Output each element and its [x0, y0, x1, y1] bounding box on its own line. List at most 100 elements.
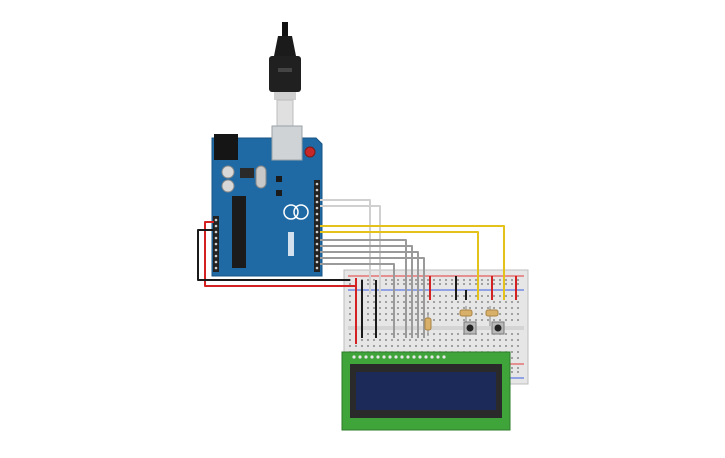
breadboard-hole — [457, 313, 459, 315]
breadboard-hole — [427, 301, 429, 303]
wire-gray-2[interactable] — [320, 245, 413, 338]
breadboard-hole — [439, 313, 441, 315]
breadboard-hole — [409, 307, 411, 309]
breadboard-hole — [487, 307, 489, 309]
breadboard-hole — [403, 301, 405, 303]
resistor-3[interactable] — [485, 306, 499, 326]
breadboard-hole — [451, 283, 453, 285]
breadboard-hole — [463, 301, 465, 303]
header-pin — [315, 218, 319, 222]
breadboard-hole — [379, 333, 381, 335]
wire-yellow-1[interactable] — [320, 225, 505, 300]
breadboard-hole — [463, 295, 465, 297]
lcd-pin — [352, 355, 356, 359]
breadboard-hole — [385, 295, 387, 297]
breadboard-hole — [379, 319, 381, 321]
breadboard-hole — [451, 339, 453, 341]
breadboard-hole — [379, 307, 381, 309]
breadboard-hole — [505, 283, 507, 285]
breadboard-hole — [397, 301, 399, 303]
breadboard-hole — [517, 319, 519, 321]
arduino-uno[interactable] — [211, 125, 323, 277]
breadboard-hole — [415, 295, 417, 297]
usb-cable[interactable] — [269, 22, 301, 127]
breadboard-hole — [505, 313, 507, 315]
breadboard-hole — [397, 345, 399, 347]
breadboard-hole — [397, 295, 399, 297]
breadboard-hole — [463, 307, 465, 309]
breadboard-hole — [457, 279, 459, 281]
breadboard-hole — [439, 339, 441, 341]
pushbutton-2[interactable] — [491, 321, 505, 335]
wires — [197, 199, 517, 344]
breadboard-hole — [379, 313, 381, 315]
breadboard-hole — [367, 283, 369, 285]
header-pin — [315, 206, 319, 210]
breadboard-hole — [403, 319, 405, 321]
breadboard-hole — [457, 307, 459, 309]
pushbutton-1[interactable] — [463, 321, 477, 335]
resistor-1[interactable] — [424, 312, 432, 336]
breadboard-hole — [463, 279, 465, 281]
wire-yellow-2[interactable] — [320, 231, 479, 300]
power-jack — [214, 134, 238, 160]
breadboard-hole — [475, 339, 477, 341]
resistor-icon — [424, 317, 432, 331]
breadboard-hole — [421, 313, 423, 315]
header-pin — [214, 254, 218, 258]
reset-button[interactable] — [304, 146, 316, 158]
breadboard-hole — [439, 279, 441, 281]
breadboard-hole — [433, 279, 435, 281]
header-pin — [315, 248, 319, 252]
breadboard-hole — [517, 301, 519, 303]
breadboard-hole — [445, 307, 447, 309]
breadboard-hole — [409, 333, 411, 335]
wire-black-gnd[interactable] — [197, 229, 350, 281]
breadboard-hole — [409, 279, 411, 281]
breadboard-hole — [409, 301, 411, 303]
breadboard-hole — [481, 345, 483, 347]
breadboard-hole — [463, 283, 465, 285]
wire-gray-4[interactable] — [320, 257, 425, 338]
breadboard-hole — [469, 345, 471, 347]
breadboard-hole — [445, 339, 447, 341]
breadboard-hole — [445, 295, 447, 297]
breadboard-hole — [511, 301, 513, 303]
wire-red-5v[interactable] — [204, 221, 356, 287]
breadboard-hole — [403, 345, 405, 347]
breadboard-hole — [349, 301, 351, 303]
breadboard-hole — [439, 319, 441, 321]
wire-gray-1[interactable] — [320, 239, 407, 338]
breadboard-hole — [499, 307, 501, 309]
breadboard-hole — [499, 283, 501, 285]
breadboard-hole — [367, 301, 369, 303]
small-ic-1 — [276, 176, 282, 182]
breadboard-hole — [481, 307, 483, 309]
breadboard-hole — [517, 307, 519, 309]
wire-white-1[interactable] — [320, 199, 371, 294]
lcd-16x2[interactable] — [341, 351, 511, 431]
breadboard-hole — [391, 313, 393, 315]
breadboard-hole — [427, 283, 429, 285]
breadboard-hole — [421, 333, 423, 335]
breadboard-hole — [481, 301, 483, 303]
breadboard-hole — [499, 339, 501, 341]
breadboard-hole — [493, 283, 495, 285]
breadboard-hole — [439, 307, 441, 309]
breadboard-hole — [451, 301, 453, 303]
breadboard-hole — [517, 333, 519, 335]
resistor-icon — [485, 309, 499, 317]
breadboard-hole — [439, 345, 441, 347]
breadboard-hole — [517, 339, 519, 341]
header-pin — [315, 212, 319, 216]
breadboard-hole — [451, 295, 453, 297]
breadboard-hole — [403, 339, 405, 341]
wire-gray-3[interactable] — [320, 251, 419, 338]
wire-gray-5[interactable] — [320, 263, 395, 338]
breadboard-hole — [517, 357, 519, 359]
breadboard-hole — [391, 319, 393, 321]
breadboard-hole — [451, 313, 453, 315]
breadboard-hole — [511, 367, 513, 369]
breadboard-hole — [457, 295, 459, 297]
breadboard-hole — [421, 345, 423, 347]
